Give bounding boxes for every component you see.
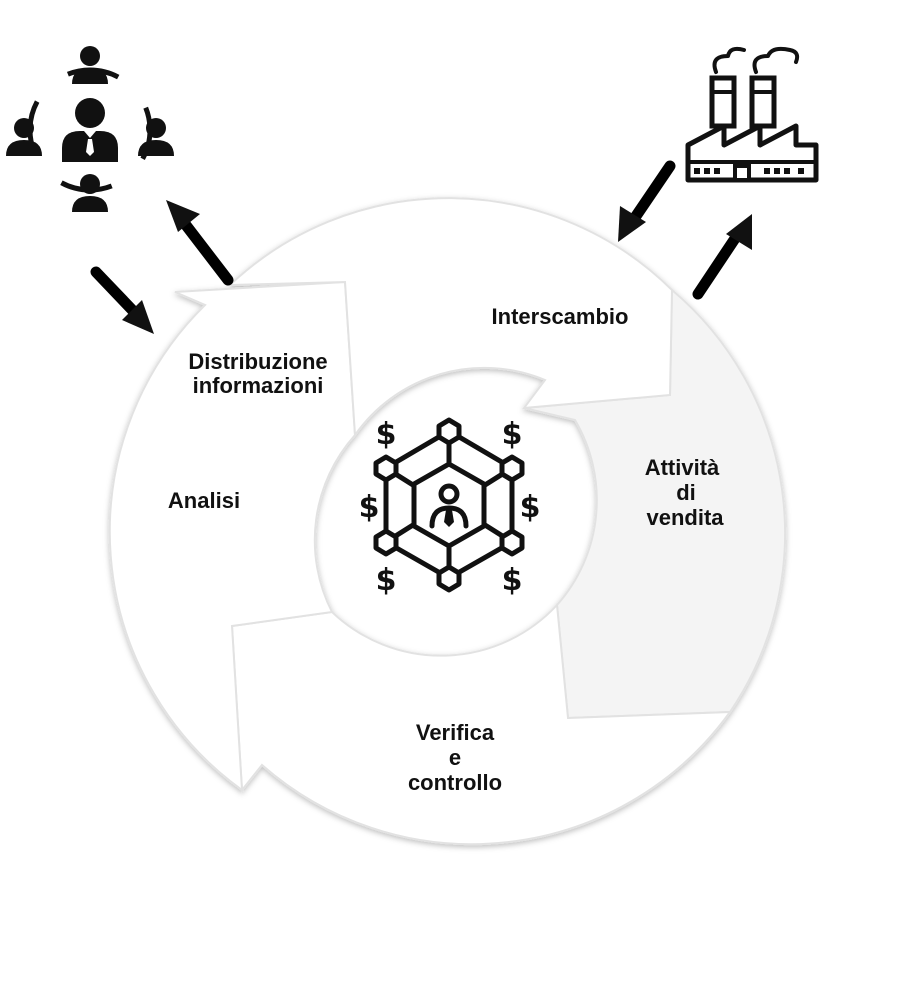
ring-segment-exchange <box>227 197 674 438</box>
cycle-ring <box>108 197 787 846</box>
cycle-labels: Interscambio Distribuzione informazioni … <box>168 304 724 795</box>
dollar-sign: $ <box>376 563 397 598</box>
arrow-down-left-icon <box>618 160 676 242</box>
label-verifica-line1: Verifica <box>416 720 495 745</box>
team-people-icon <box>6 46 174 212</box>
arrow-down-right-icon <box>90 266 154 334</box>
ring-segment-sales <box>523 287 787 720</box>
dollar-sign: $ <box>502 563 523 598</box>
dollar-sign: $ <box>520 490 541 525</box>
network-person-icon: $ $ $ $ $ $ <box>359 417 541 598</box>
dollar-sign: $ <box>376 417 397 452</box>
label-distribuzione-line1: Distribuzione <box>188 349 327 374</box>
label-analisi: Analisi <box>168 488 240 513</box>
factory-icon <box>685 46 819 183</box>
label-interscambio: Interscambio <box>492 304 629 329</box>
ring-segment-analysis <box>108 280 357 793</box>
connector-arrows <box>90 160 752 334</box>
ring-segment-verify <box>230 602 733 846</box>
label-distribuzione-line2: informazioni <box>193 373 324 398</box>
dollar-sign: $ <box>359 490 380 525</box>
arrow-up-left-icon <box>166 200 234 286</box>
label-verifica-line2: e <box>449 745 461 770</box>
arrow-up-right-icon <box>692 214 752 300</box>
label-attivita-line1: Attività <box>645 455 720 480</box>
dollar-sign: $ <box>502 417 523 452</box>
label-attivita-line2: di <box>676 480 696 505</box>
label-attivita-line3: vendita <box>646 505 724 530</box>
label-verifica-line3: controllo <box>408 770 502 795</box>
